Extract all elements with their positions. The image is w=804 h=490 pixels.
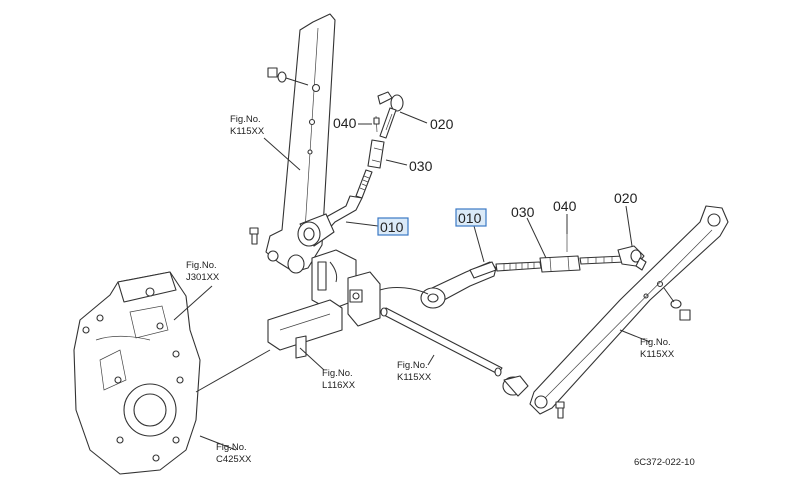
fig-ref-number[interactable]: K115XX — [640, 349, 675, 360]
part-label-010-left[interactable]: 010 — [380, 219, 404, 235]
fig-ref-number[interactable]: J301XX — [186, 272, 220, 283]
fig-ref-label: Fig.No. — [322, 368, 353, 379]
fig-ref-l116[interactable]: Fig.No. L116XX — [322, 368, 356, 391]
transmission-case — [73, 271, 201, 475]
right-lift-arm — [529, 205, 729, 415]
fig-ref-number[interactable]: C425XX — [216, 454, 252, 465]
fig-ref-label: Fig.No. — [216, 442, 247, 453]
right-lift-rod — [379, 261, 497, 309]
left-lift-rod — [297, 169, 373, 247]
fig-ref-label: Fig.No. — [186, 260, 217, 271]
part-callout-010-right[interactable]: 010 — [455, 208, 487, 227]
lift-shaft-housing — [267, 249, 381, 359]
right-threaded-rod — [495, 261, 542, 272]
fig-ref-k115-center[interactable]: Fig.No. K115XX — [397, 360, 432, 383]
part-label-040-right: 040 — [553, 198, 577, 214]
cross-shaft — [380, 307, 529, 397]
fig-ref-number[interactable]: K115XX — [230, 126, 265, 137]
part-label-040-left: 040 — [333, 115, 357, 131]
left-rod-end — [373, 91, 404, 139]
fig-ref-c425[interactable]: Fig.No. C425XX — [216, 442, 252, 465]
right-rod-end — [566, 232, 647, 271]
small-bolt-right — [555, 401, 565, 419]
fig-ref-label: Fig.No. — [640, 337, 671, 348]
part-label-030-right: 030 — [511, 204, 535, 220]
fig-ref-label: Fig.No. — [230, 114, 261, 125]
fig-ref-k115-right[interactable]: Fig.No. K115XX — [640, 337, 675, 360]
left-lift-arm — [265, 13, 336, 273]
fig-ref-number[interactable]: L116XX — [322, 380, 356, 391]
fig-ref-k115-upper-left[interactable]: Fig.No. K115XX — [230, 114, 265, 137]
fig-ref-number[interactable]: K115XX — [397, 372, 432, 383]
nut-washer-right — [663, 287, 691, 321]
part-label-020-left: 020 — [430, 116, 454, 132]
small-bolt-left — [249, 227, 259, 245]
right-turnbuckle — [539, 255, 626, 273]
leader-lines — [173, 111, 651, 451]
part-label-010-right[interactable]: 010 — [458, 210, 482, 226]
part-label-030-left: 030 — [409, 158, 433, 174]
left-turnbuckle — [367, 139, 385, 169]
part-label-020-right: 020 — [614, 190, 638, 206]
drawing-code: 6C372-022-10 — [634, 457, 695, 468]
fig-ref-label: Fig.No. — [397, 360, 428, 371]
fig-ref-j301[interactable]: Fig.No. J301XX — [186, 260, 220, 283]
bolt-nut-upper-left — [267, 67, 309, 86]
part-callout-010-left[interactable]: 010 — [377, 217, 409, 236]
